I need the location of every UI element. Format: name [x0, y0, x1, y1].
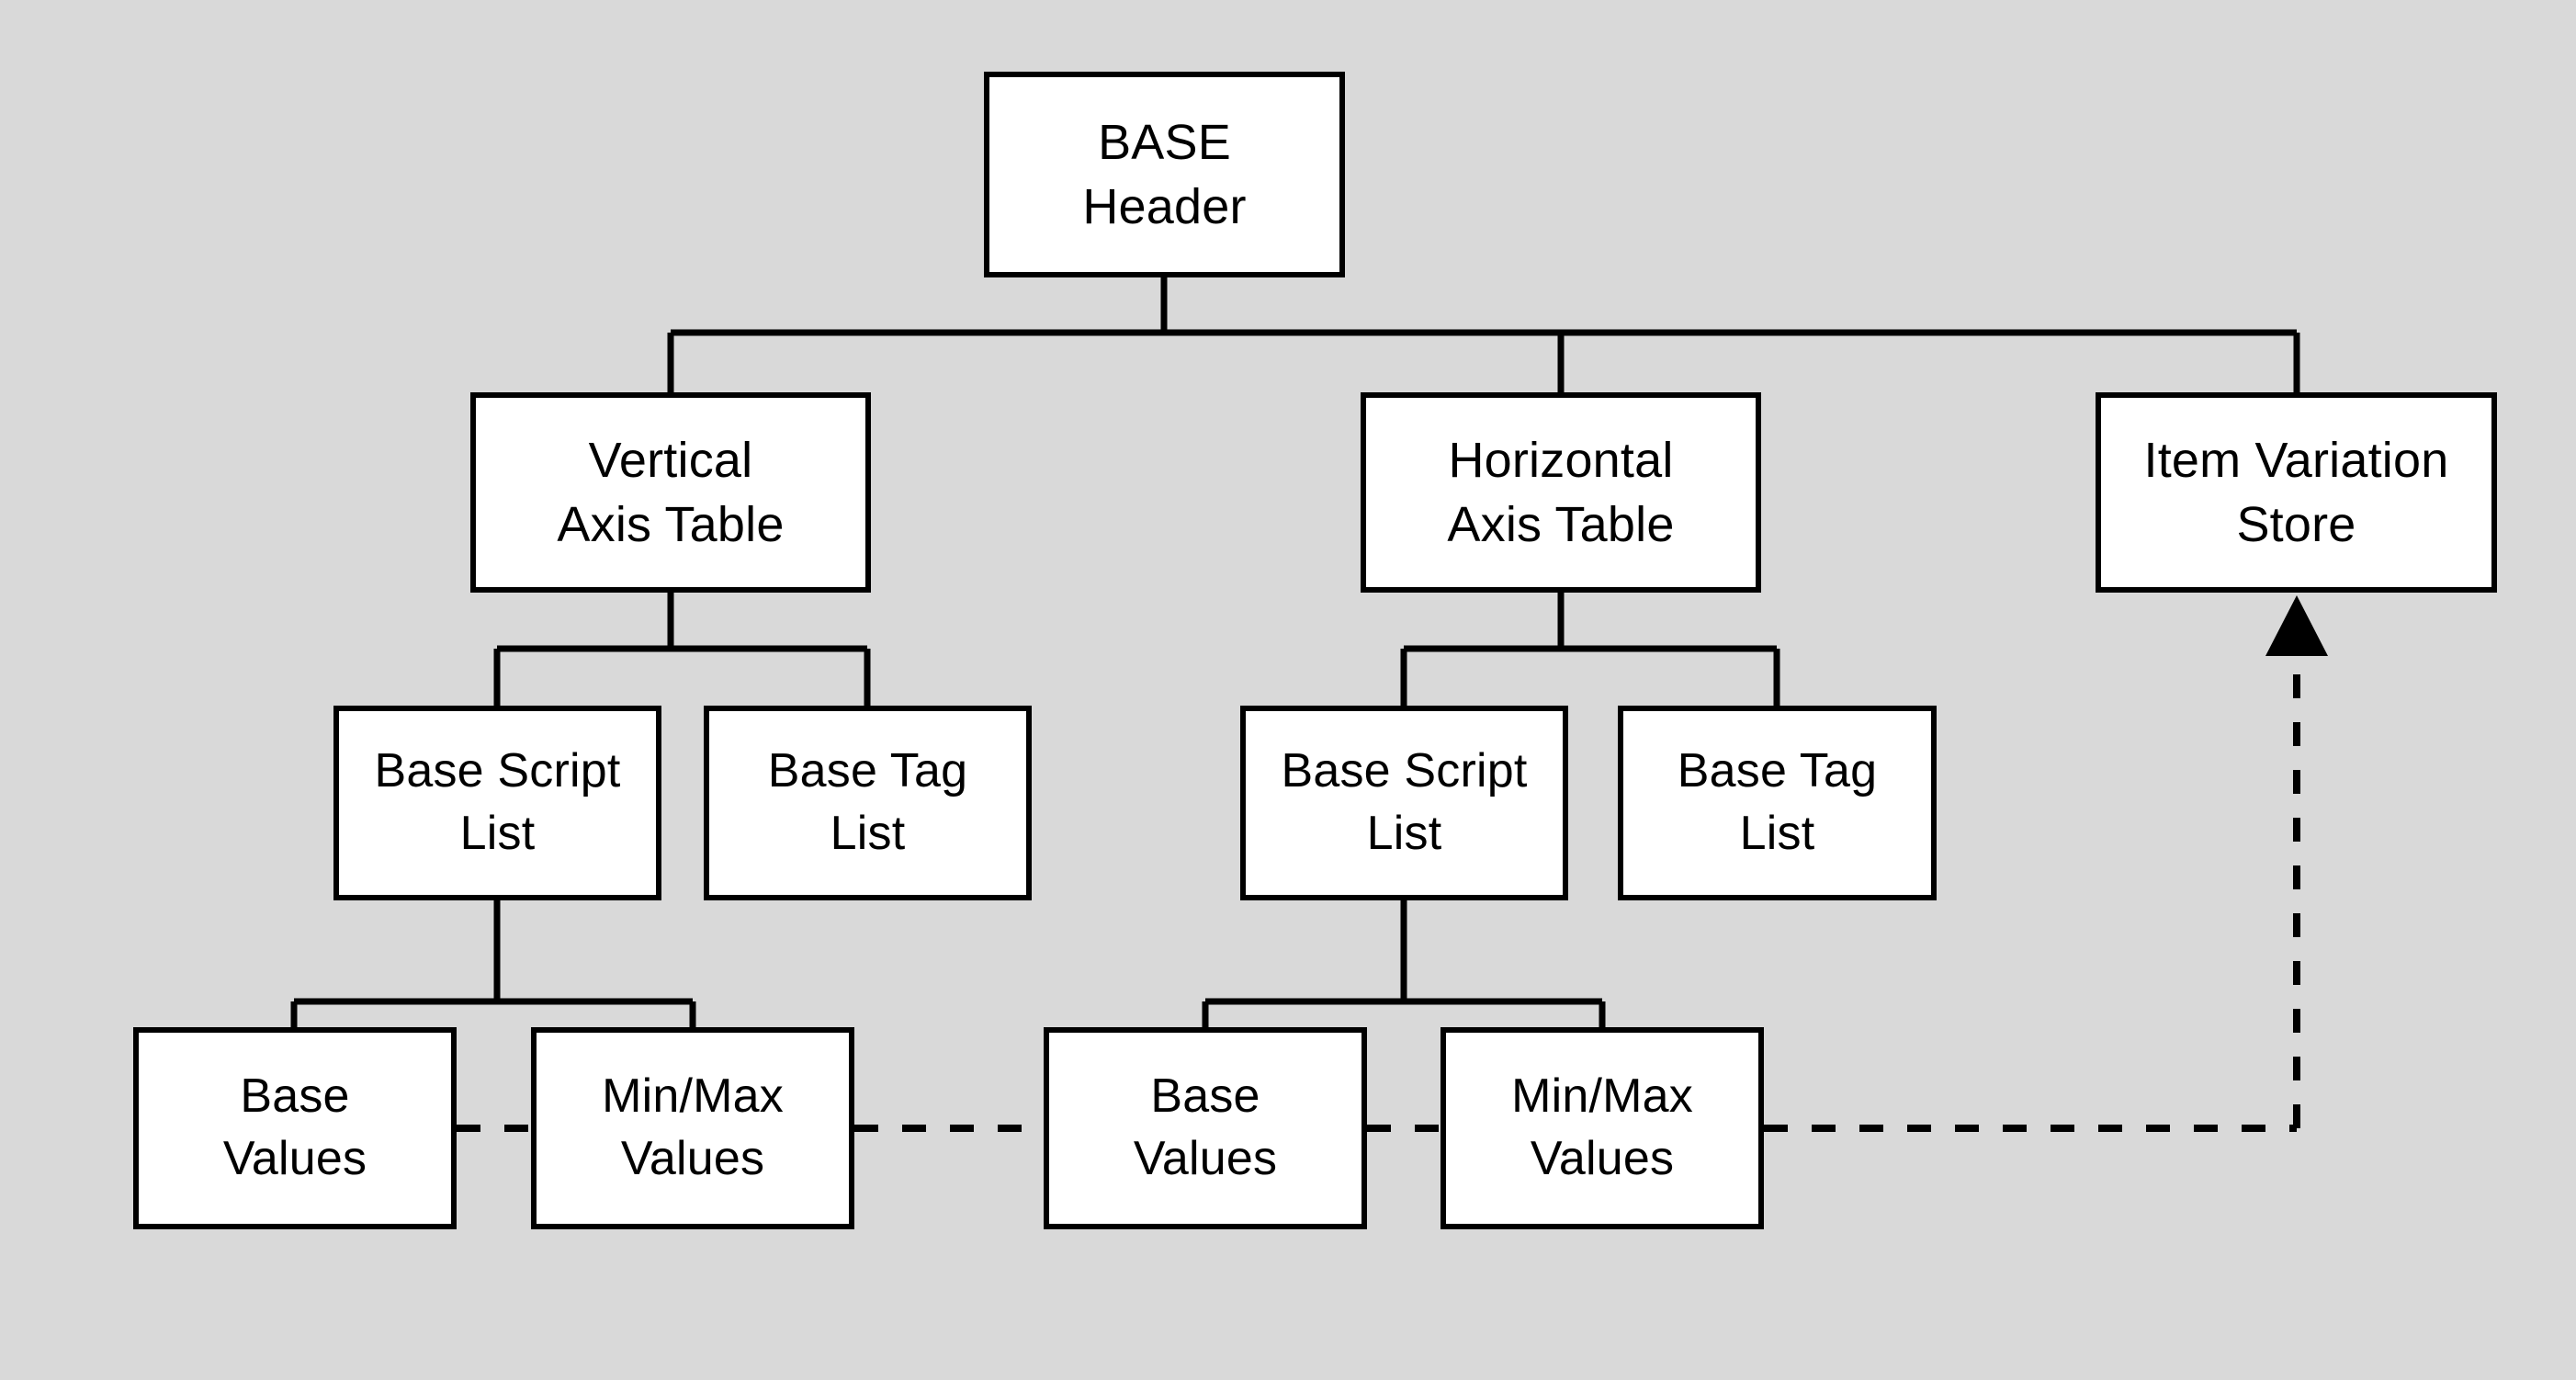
min-max-values-left-node[interactable]: Min/Max Values	[531, 1027, 854, 1229]
node-line-1: Min/Max	[1511, 1069, 1693, 1124]
min-max-values-right-node[interactable]: Min/Max Values	[1441, 1027, 1764, 1229]
base-tag-list-left-node[interactable]: Base Tag List	[704, 706, 1032, 900]
node-line-2: Header	[1082, 179, 1247, 234]
node-line-2: Values	[1530, 1132, 1675, 1185]
base-header-node[interactable]: BASE Header	[984, 72, 1345, 277]
node-line-2: Values	[1133, 1132, 1278, 1185]
node-line-2: Store	[2236, 497, 2356, 552]
node-line-1: Vertical	[588, 432, 753, 488]
node-line-2: List	[459, 807, 536, 860]
node-line-1: BASE	[1098, 114, 1231, 170]
base-values-right-node[interactable]: Base Values	[1044, 1027, 1367, 1229]
base-tag-list-right-node[interactable]: Base Tag List	[1618, 706, 1937, 900]
node-line-1: Item Variation	[2143, 432, 2449, 488]
vertical-axis-table-node[interactable]: Vertical Axis Table	[470, 392, 871, 593]
node-line-1: Base Script	[1281, 744, 1528, 798]
node-line-1: Base Tag	[1677, 744, 1878, 798]
node-line-1: Base	[240, 1069, 350, 1124]
dashed-arrow-head	[2265, 595, 2328, 656]
node-line-1: Base	[1150, 1069, 1260, 1124]
node-line-2: List	[1739, 807, 1815, 860]
node-line-2: Values	[620, 1132, 765, 1185]
node-line-1: Min/Max	[602, 1069, 784, 1124]
node-line-2: Axis Table	[1447, 497, 1675, 552]
node-line-2: List	[830, 807, 906, 860]
horizontal-axis-table-node[interactable]: Horizontal Axis Table	[1361, 392, 1761, 593]
base-script-list-right-node[interactable]: Base Script List	[1240, 706, 1568, 900]
node-line-2: Axis Table	[557, 497, 785, 552]
node-line-1: Horizontal	[1448, 432, 1674, 488]
node-line-2: List	[1366, 807, 1442, 860]
base-values-left-node[interactable]: Base Values	[133, 1027, 457, 1229]
node-line-1: Base Tag	[767, 744, 968, 798]
base-script-list-left-node[interactable]: Base Script List	[333, 706, 661, 900]
node-line-2: Values	[222, 1132, 367, 1185]
node-line-1: Base Script	[374, 744, 621, 798]
item-variation-store-node[interactable]: Item Variation Store	[2096, 392, 2497, 593]
